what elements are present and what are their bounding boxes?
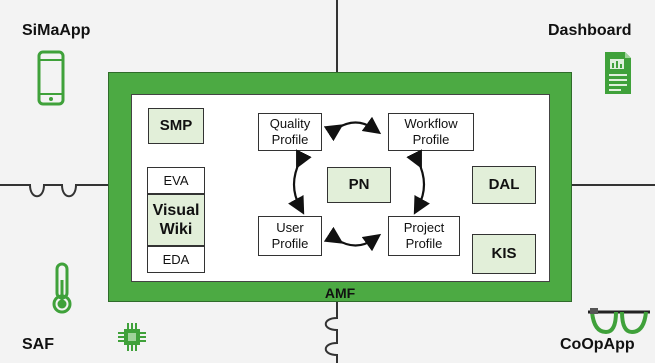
coopapp-label: CoOpApp	[560, 336, 635, 353]
dashboard-label: Dashboard	[548, 22, 632, 39]
smartphone-icon	[37, 50, 65, 106]
simaapp-label: SiMaApp	[22, 22, 91, 39]
pn-module: PN	[327, 167, 391, 203]
smp-module: SMP	[148, 108, 204, 144]
saf-label: SAF	[22, 336, 54, 353]
eda-module: EDA	[147, 246, 205, 273]
dal-module: DAL	[472, 166, 536, 204]
visual-wiki-module: Visual Wiki	[147, 194, 205, 246]
kis-module: KIS	[472, 234, 536, 274]
chip-icon	[118, 323, 146, 351]
dashboard-document-icon	[605, 52, 631, 94]
thermometer-icon	[52, 262, 72, 314]
eva-module: EVA	[147, 167, 205, 194]
user-profile: User Profile	[258, 216, 322, 256]
workflow-profile: Workflow Profile	[388, 113, 474, 151]
amf-label: AMF	[324, 285, 356, 301]
project-profile: Project Profile	[388, 216, 460, 256]
smart-glasses-icon	[588, 308, 650, 335]
quality-profile: Quality Profile	[258, 113, 322, 151]
